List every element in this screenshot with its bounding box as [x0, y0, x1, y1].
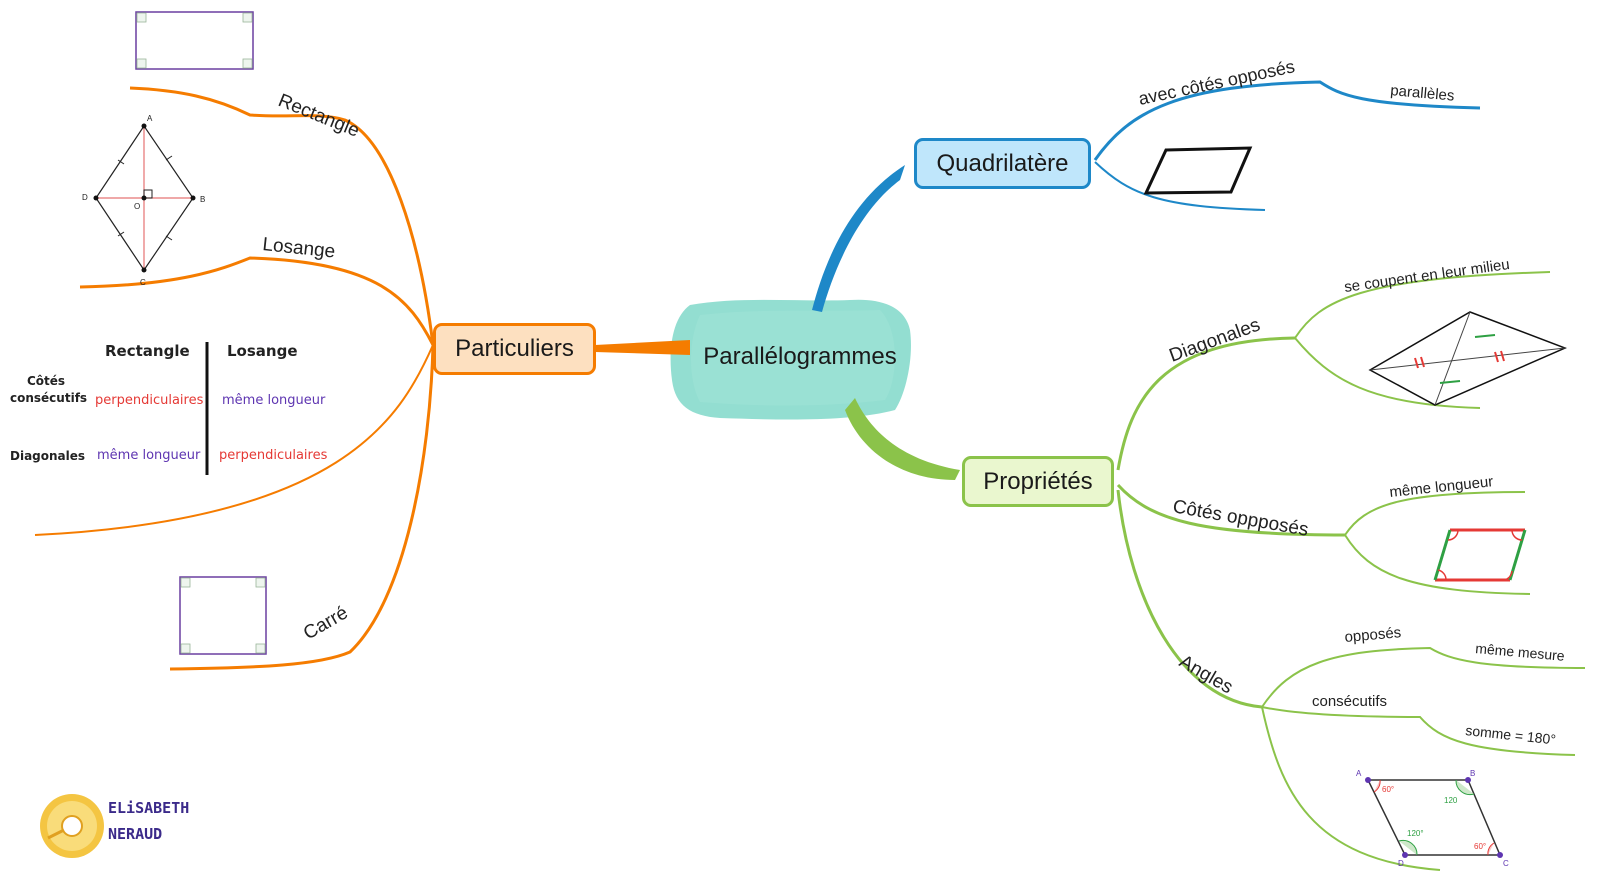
table-cell-r2c1: même longueur [97, 448, 201, 463]
diagonals-figure [1368, 311, 1567, 406]
label-opposes-detail: même mesure [1475, 640, 1566, 664]
node-proprietes[interactable]: Propriétés [962, 456, 1114, 507]
center-node[interactable]: Parallélogrammes [703, 343, 897, 370]
angle-label-a: A [1356, 769, 1362, 778]
losange-label-o: O [134, 202, 140, 211]
connector-proprietes [845, 398, 960, 480]
line-cotes-detail [1344, 491, 1526, 536]
label-consecutifs: consécutifs [1312, 693, 1387, 710]
connector-quadrilatere [812, 165, 905, 312]
line-consecutifs [1261, 706, 1576, 756]
label-cotes-detail: même longueur [1389, 473, 1494, 501]
angle-value-a: 60° [1382, 785, 1394, 794]
table-row-label-cotes: Côtés consécutifs [10, 373, 88, 407]
line-carre [169, 344, 435, 671]
losange-label-d: D [82, 193, 88, 202]
angle-value-c: 60° [1474, 842, 1486, 851]
node-particuliers[interactable]: Particuliers [433, 323, 596, 375]
label-opposes: opposés [1344, 624, 1402, 646]
losange-label-c: C [140, 278, 146, 287]
cotes-figure [1433, 528, 1527, 582]
label-angles: Angles [1176, 651, 1237, 698]
table-cell-r2c2: perpendiculaires [219, 448, 328, 463]
angle-label-c: C [1503, 859, 1509, 868]
angle-value-d: 120° [1407, 829, 1424, 838]
label-paralleles: parallèles [1390, 82, 1455, 105]
line-losange [79, 256, 435, 346]
label-avec-cotes: avec côtés opposés [1137, 56, 1297, 109]
table-row-label-diagonales: Diagonales [10, 449, 86, 463]
line-diagonales [1116, 336, 1296, 471]
table-cell-r1c1: perpendiculaires [95, 393, 204, 408]
table-header-losange: Losange [227, 342, 298, 360]
angle-label-b: B [1470, 769, 1475, 778]
line-table [34, 344, 434, 536]
line-diag-figure [1294, 337, 1481, 409]
parallelogram-figure [1143, 146, 1253, 195]
label-cotes: Côtés oppposés [1171, 496, 1310, 541]
logo-sun-icon [40, 794, 104, 858]
losange-figure: A B C D O [82, 114, 205, 287]
line-diag-detail [1294, 271, 1551, 339]
angle-label-d: D [1398, 859, 1404, 868]
angles-figure: A B C D 60° 120 120° 60° [1356, 769, 1509, 868]
losange-label-a: A [147, 114, 153, 123]
label-consecutifs-detail: somme = 180° [1465, 722, 1557, 747]
rectangle-figure [135, 11, 254, 70]
table-row-label-cotes-line2: consécutifs [10, 391, 88, 405]
line-opposes [1261, 646, 1586, 708]
line-cotes-figure [1344, 534, 1531, 595]
table-header-rectangle: Rectangle [105, 342, 190, 360]
logo-line-2: NERAUD [108, 825, 163, 843]
line-angles [1116, 489, 1263, 709]
label-carre: Carré [300, 602, 352, 644]
center-blob [670, 299, 911, 420]
logo-line-1: ELiSABETH [108, 799, 190, 817]
carre-figure [179, 576, 267, 655]
angle-value-b: 120 [1444, 796, 1458, 805]
logo-text: ELiSABETH NERAUD [108, 795, 189, 847]
node-quadrilatere[interactable]: Quadrilatère [914, 138, 1091, 189]
line-rectangle [129, 86, 435, 346]
table-cell-r1c2: même longueur [222, 393, 326, 408]
losange-label-b: B [200, 195, 205, 204]
table-row-label-cotes-line1: Côtés [26, 374, 66, 388]
line-cotes [1116, 483, 1346, 537]
line-angles-figure [1261, 706, 1441, 871]
label-diag-detail: se coupent en leur milieu [1343, 256, 1511, 296]
line-avec-cotes [1093, 80, 1481, 161]
line-quadri-figure [1094, 161, 1266, 211]
connector-particuliers [595, 340, 690, 355]
